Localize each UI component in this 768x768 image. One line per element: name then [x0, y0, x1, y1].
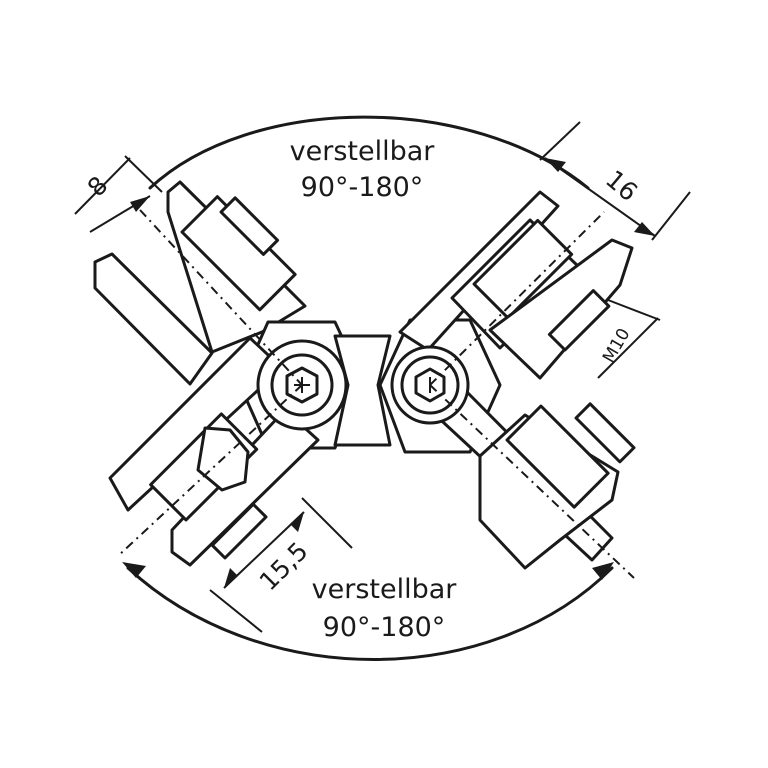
dim-right-width: 16: [539, 121, 691, 241]
right-lower-insert: [505, 404, 610, 509]
left-assembly: [93, 180, 364, 567]
bottom-adjust-arc: [126, 566, 614, 661]
bottom-arc-arrow-right: [592, 562, 614, 580]
dim-bottom-length-text: 15,5: [254, 536, 314, 596]
top-adjust-arc: [148, 115, 590, 190]
left-lower-slot: [210, 502, 268, 560]
dim-m10: M10: [597, 299, 661, 379]
right-upper-insert: [472, 218, 574, 320]
right-centerline-upper: [429, 211, 605, 386]
right-lower-slot: [574, 402, 636, 464]
bottom-arc-arrow-left: [122, 562, 146, 578]
dim-left-width: 8: [74, 155, 163, 233]
bridge-link: [333, 334, 392, 447]
right-assembly: [378, 190, 636, 579]
bottom-label-line1: verstellbar: [312, 574, 458, 605]
right-m10-slot: [547, 289, 611, 352]
dim-left-width-text: 8: [82, 170, 114, 202]
left-centerline-upper: [139, 209, 303, 386]
bottom-label-line2: 90°-180°: [323, 612, 446, 643]
right-clamp: [488, 238, 634, 380]
top-label-line2: 90°-180°: [301, 172, 424, 203]
left-upper-plate: [93, 252, 214, 386]
top-label-line1: verstellbar: [290, 136, 436, 167]
right-centerline-lower: [429, 384, 635, 579]
left-upper-slot: [219, 196, 280, 256]
